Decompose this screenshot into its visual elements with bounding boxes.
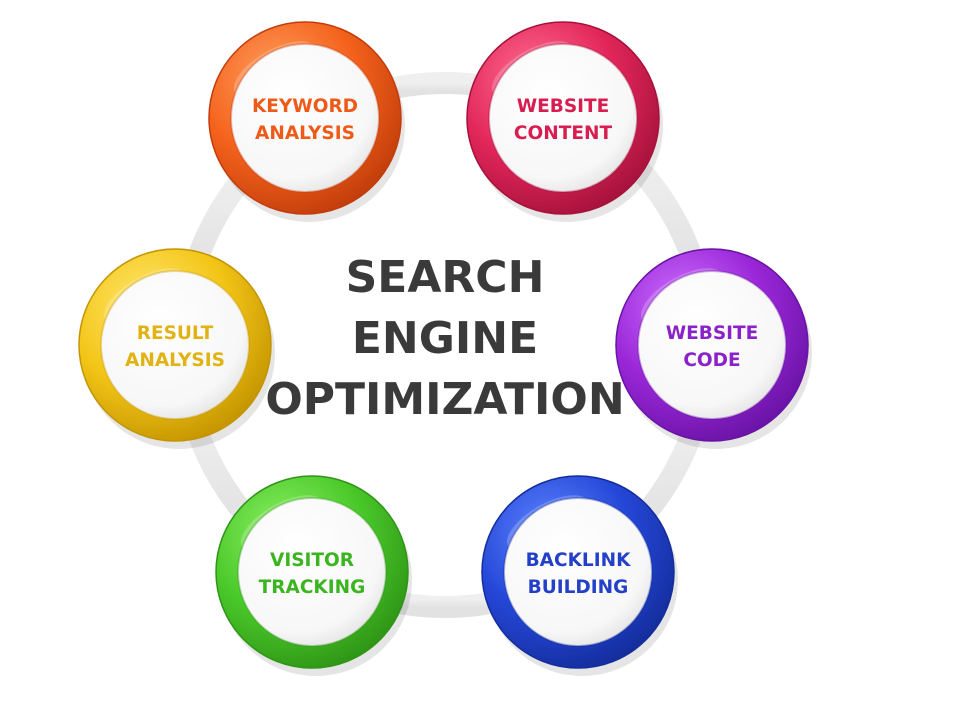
node-keyword-analysis: KEYWORD ANALYSIS bbox=[208, 21, 405, 222]
node-inner-disc bbox=[237, 497, 387, 647]
nodes-layer: KEYWORD ANALYSIS WEBSITE CONTENT WEBSITE CODE… bbox=[78, 21, 812, 676]
node-backlink-building: BACKLINK BUILDING bbox=[481, 475, 678, 676]
node-inner-disc bbox=[503, 497, 653, 647]
node-label-line: WEBSITE bbox=[517, 96, 610, 117]
node-label-line: RESULT bbox=[137, 323, 214, 344]
node-label-line: ANALYSIS bbox=[255, 123, 355, 144]
node-inner-disc bbox=[637, 270, 787, 420]
node-label-line: CONTENT bbox=[514, 123, 613, 144]
title-line-3: OPTIMIZATION bbox=[265, 374, 624, 425]
connector-arrow-6 bbox=[184, 165, 257, 271]
node-label-line: BUILDING bbox=[528, 577, 629, 598]
node-label-line: KEYWORD bbox=[252, 96, 358, 117]
title-line-1: SEARCH bbox=[346, 252, 545, 303]
node-inner-disc bbox=[230, 43, 380, 193]
connector-arrow-4 bbox=[382, 589, 508, 619]
node-label-line: TRACKING bbox=[259, 577, 366, 598]
node-label-line: VISITOR bbox=[270, 550, 354, 571]
node-label-line: WEBSITE bbox=[666, 323, 759, 344]
node-result-analysis: RESULT ANALYSIS bbox=[78, 248, 275, 449]
title-line-2: ENGINE bbox=[352, 313, 538, 364]
node-label-line: BACKLINK bbox=[526, 550, 631, 571]
connector-arrow-5 bbox=[184, 419, 260, 530]
node-inner-disc bbox=[488, 43, 638, 193]
node-label-line: CODE bbox=[683, 350, 740, 371]
center-title: SEARCH ENGINE OPTIMIZATION bbox=[265, 252, 624, 425]
node-website-code: WEBSITE CODE bbox=[615, 248, 812, 449]
node-label-line: ANALYSIS bbox=[125, 350, 225, 371]
node-visitor-tracking: VISITOR TRACKING bbox=[215, 475, 412, 676]
node-inner-disc bbox=[100, 270, 250, 420]
node-website-content: WEBSITE CONTENT bbox=[466, 21, 663, 222]
connector-arrow-3 bbox=[630, 419, 706, 530]
connector-arrow-2 bbox=[621, 150, 706, 271]
